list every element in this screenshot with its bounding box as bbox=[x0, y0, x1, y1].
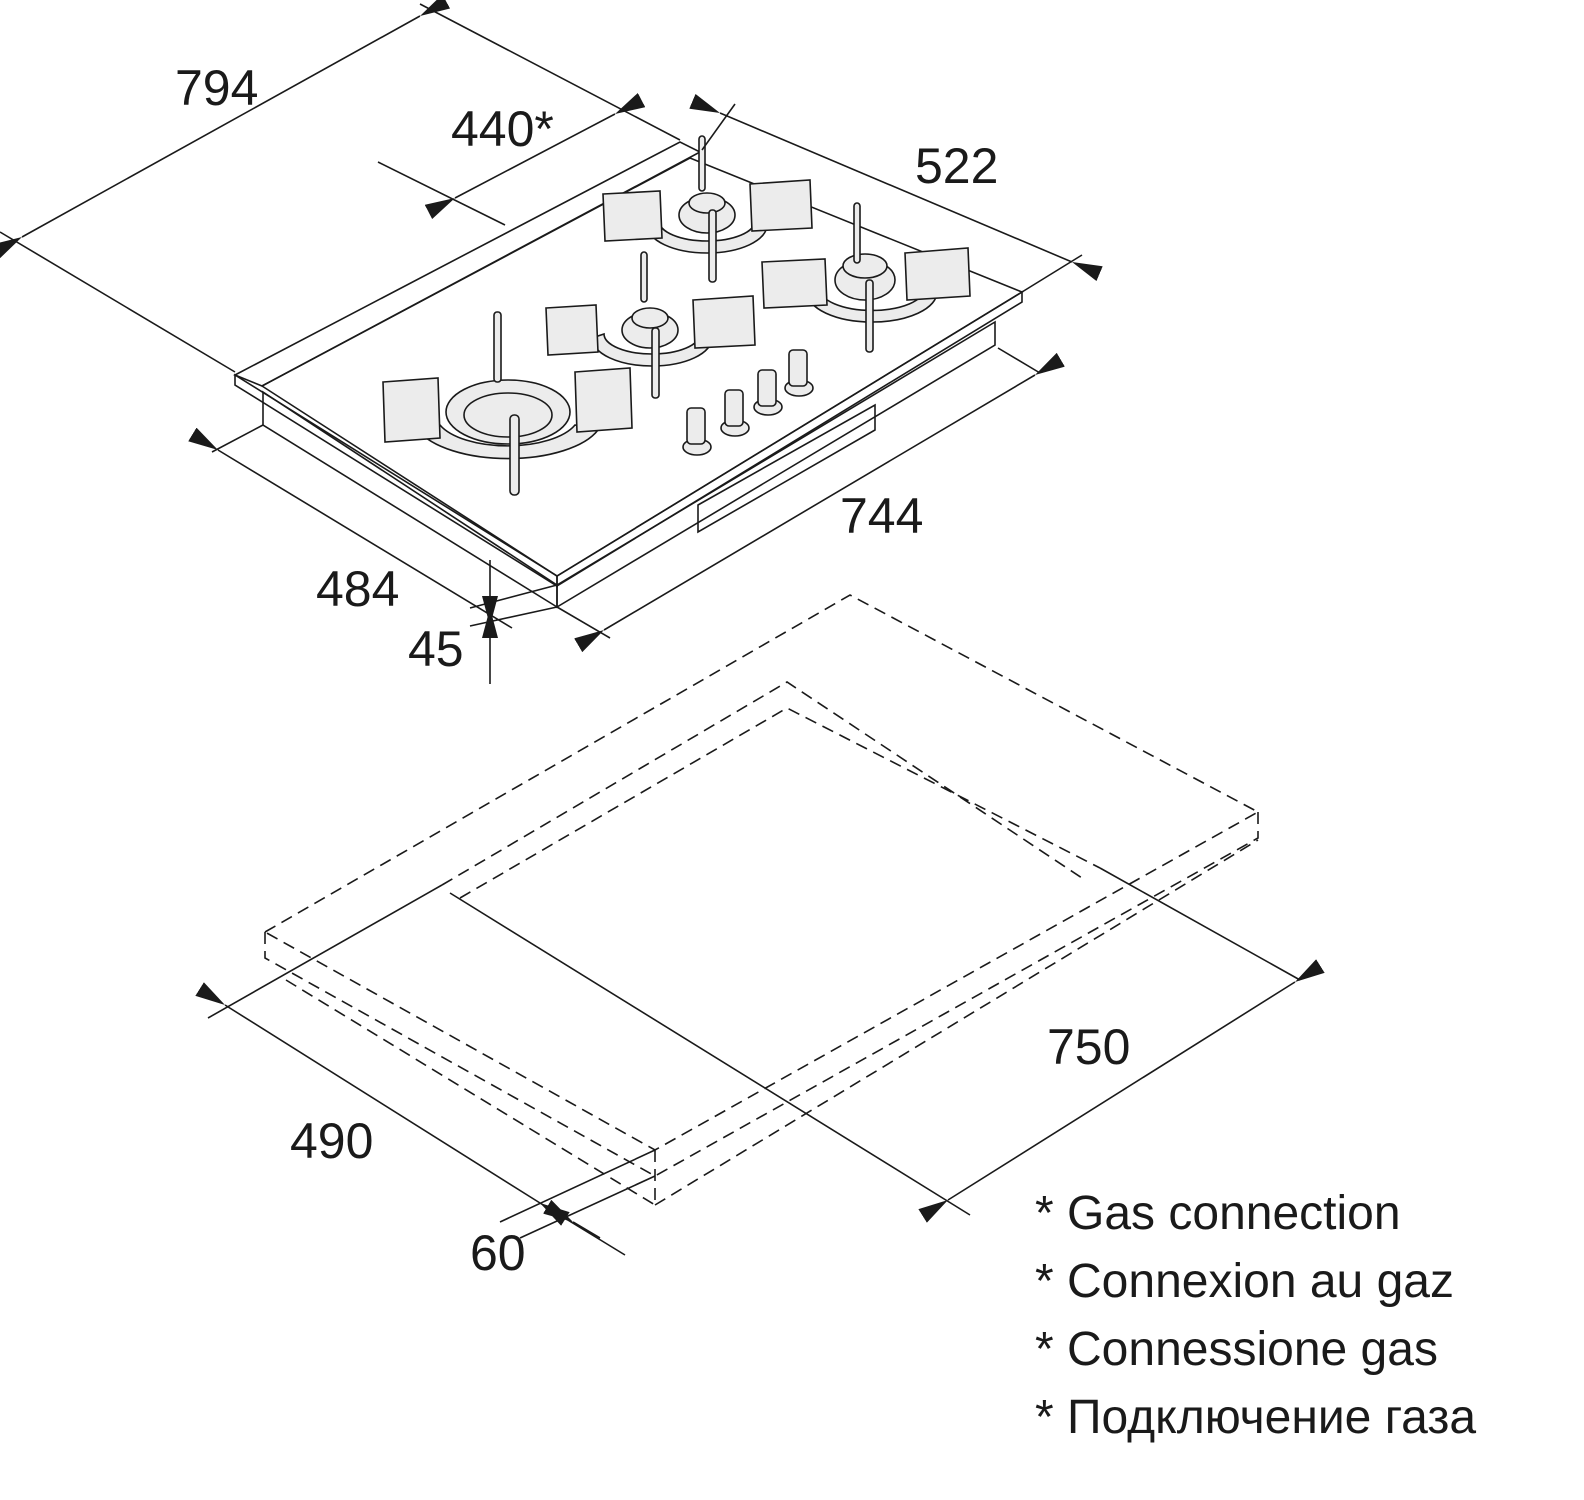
dim-label-440: 440* bbox=[451, 101, 554, 157]
knob-2 bbox=[720, 389, 750, 437]
knob-1 bbox=[682, 407, 712, 456]
knob-4 bbox=[784, 349, 814, 397]
gas-connection-legend: * Gas connection * Connexion au gaz * Co… bbox=[1035, 1180, 1476, 1452]
dim-label-490: 490 bbox=[290, 1113, 373, 1169]
control-knobs bbox=[682, 349, 814, 456]
dim-label-484: 484 bbox=[316, 561, 399, 617]
legend-line-fr: * Connexion au gaz bbox=[1035, 1255, 1454, 1308]
legend-line-it: * Connessione gas bbox=[1035, 1323, 1438, 1376]
burner-rear bbox=[602, 135, 813, 283]
upper-dimension-lines bbox=[0, 0, 1103, 684]
legend-line-ru: * Подключение газа bbox=[1035, 1391, 1477, 1444]
hob-body-front-right bbox=[556, 320, 996, 609]
dim-label-45: 45 bbox=[408, 621, 464, 677]
dim-label-794: 794 bbox=[175, 60, 258, 116]
dim-label-744: 744 bbox=[840, 488, 923, 544]
knob-3 bbox=[753, 369, 783, 416]
lower-dimension-lines bbox=[195, 867, 1325, 1256]
dim-label-522: 522 bbox=[915, 138, 998, 194]
dim-label-750: 750 bbox=[1047, 1019, 1130, 1075]
legend-line-en: * Gas connection bbox=[1035, 1187, 1401, 1240]
dim-label-60: 60 bbox=[470, 1225, 526, 1281]
cutout-outline bbox=[263, 594, 1260, 1206]
rear-strip bbox=[233, 141, 702, 387]
